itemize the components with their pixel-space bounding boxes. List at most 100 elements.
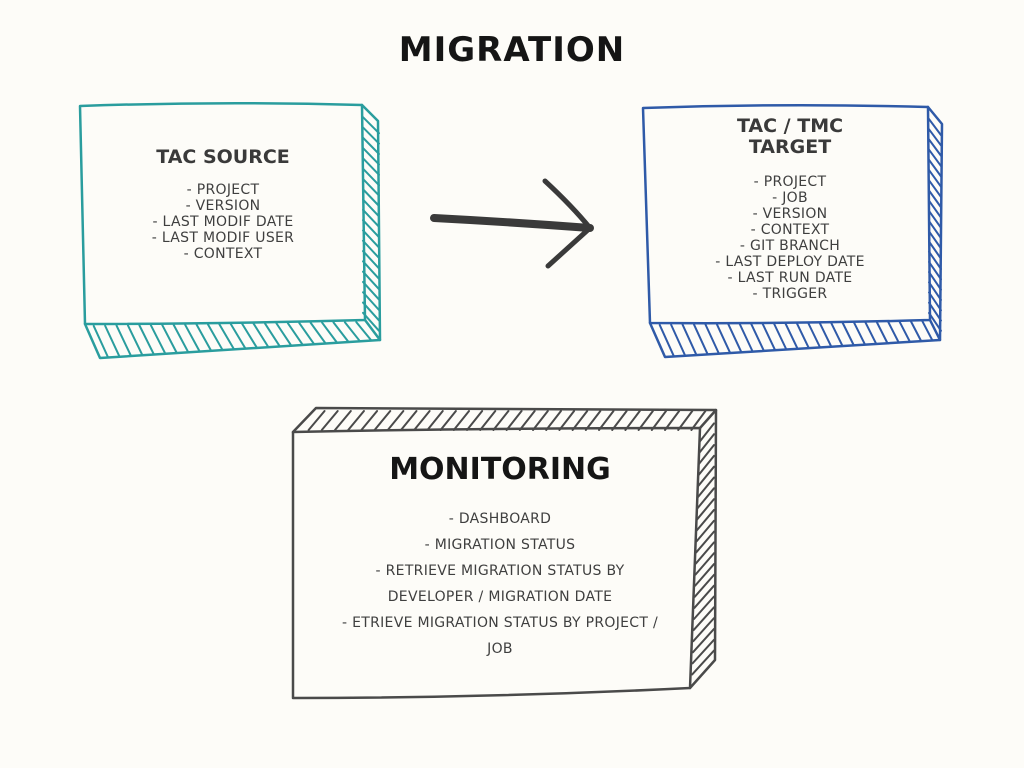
hatch-line — [696, 498, 715, 521]
hatch-line — [362, 229, 380, 249]
hatch-line — [92, 324, 109, 358]
hatch-line — [692, 606, 715, 632]
hatch-line — [545, 410, 562, 431]
hatch-line — [698, 444, 715, 465]
hatch-line — [126, 324, 144, 356]
monitoring-item: - MIGRATION STATUS — [424, 537, 576, 553]
target-item: - CONTEXT — [750, 222, 830, 238]
hatch-line — [928, 271, 942, 291]
hatch-line — [362, 280, 380, 301]
source-item: - PROJECT — [186, 182, 260, 198]
source-item: - VERSION — [185, 198, 261, 214]
hatch-line — [928, 260, 942, 281]
hatch-line — [479, 410, 497, 431]
target-box — [641, 103, 944, 359]
hatch-line — [921, 320, 934, 342]
hatch-line — [887, 320, 900, 344]
hatch-line — [928, 209, 942, 229]
hatch-line — [807, 321, 821, 348]
hatch-line — [252, 322, 270, 348]
hatch-line — [695, 530, 715, 554]
hatch-line — [695, 508, 715, 532]
source-item: - LAST MODIF USER — [151, 230, 295, 246]
hatch-line — [772, 322, 788, 350]
monitoring-box-side — [688, 408, 718, 690]
hatch-line — [696, 487, 715, 510]
target-item: - GIT BRANCH — [739, 238, 841, 254]
monitoring-box-face — [291, 426, 702, 700]
hatch-line — [704, 323, 720, 354]
target-item: - PROJECT — [753, 174, 827, 190]
hatch-line — [624, 410, 641, 431]
hatch-line — [691, 627, 715, 654]
hatch-line — [727, 322, 743, 353]
hatch-line — [362, 116, 380, 135]
hatch-line — [841, 321, 855, 346]
hatch-line — [692, 617, 715, 643]
hatch-line — [362, 198, 380, 218]
hatch-line — [362, 208, 380, 228]
hatch-line — [558, 410, 576, 431]
source-item: - LAST MODIF DATE — [152, 214, 294, 230]
hatch-line — [928, 250, 942, 271]
hatch-line — [693, 573, 715, 598]
hatch-line — [928, 240, 942, 260]
hatch-line — [505, 410, 523, 431]
hatch-line — [161, 323, 178, 354]
hatch-line — [334, 410, 352, 431]
target-item: - LAST RUN DATE — [727, 270, 853, 286]
hatch-line — [309, 321, 327, 345]
hatch-line — [692, 323, 709, 355]
hatch-line — [697, 454, 715, 476]
target-item: - VERSION — [752, 206, 828, 222]
hatch-line — [362, 260, 380, 280]
hatch-line — [452, 410, 471, 431]
monitoring-item: - ETRIEVE MIGRATION STATUS BY PROJECT / — [342, 615, 658, 631]
hatch-line — [928, 291, 942, 312]
hatch-line — [658, 323, 675, 357]
hatch-line — [362, 250, 380, 270]
target-heading-line2: TARGET — [748, 136, 832, 158]
hatch-line — [928, 199, 942, 219]
hatch-line — [928, 179, 942, 198]
hatch-line — [650, 410, 668, 431]
hatch-line — [275, 322, 293, 347]
hatch-line — [362, 219, 380, 239]
hatch-line — [362, 167, 380, 187]
hatch-line — [373, 410, 392, 431]
hatch-line — [355, 321, 373, 342]
monitoring-items-list: - DASHBOARD - MIGRATION STATUS - RETRIEV… — [300, 506, 700, 662]
source-box — [78, 101, 382, 360]
hatch-line — [864, 320, 878, 345]
hatch-line — [532, 410, 549, 431]
arrow-head — [542, 178, 593, 269]
hatch-line — [307, 410, 326, 431]
hatch-line — [852, 321, 866, 346]
target-box-side — [926, 105, 944, 342]
monitoring-item: JOB — [487, 641, 513, 657]
hatch-line — [184, 323, 201, 352]
hatch-line — [115, 324, 132, 357]
hatch-line — [343, 321, 361, 343]
target-heading: TAC / TMC TARGET — [652, 116, 928, 158]
hatch-line — [149, 324, 167, 355]
hatch-line — [584, 410, 602, 431]
hatch-line — [637, 410, 654, 431]
hatch-line — [664, 410, 681, 431]
hatch-line — [928, 138, 942, 157]
hatch-line — [347, 410, 365, 431]
hatch-line — [229, 322, 247, 350]
source-item: - CONTEXT — [183, 246, 263, 262]
hatch-line — [362, 147, 380, 166]
hatch-line — [670, 323, 686, 356]
hatch-line — [928, 169, 942, 188]
hatch-line — [598, 410, 615, 431]
target-heading-line1: TAC / TMC — [736, 115, 844, 137]
hatch-line — [928, 301, 942, 322]
hatch-line — [784, 322, 799, 350]
hatch-line — [690, 410, 707, 431]
hatch-line — [697, 465, 715, 487]
target-item: - TRIGGER — [752, 286, 828, 302]
hatch-line — [321, 321, 338, 344]
